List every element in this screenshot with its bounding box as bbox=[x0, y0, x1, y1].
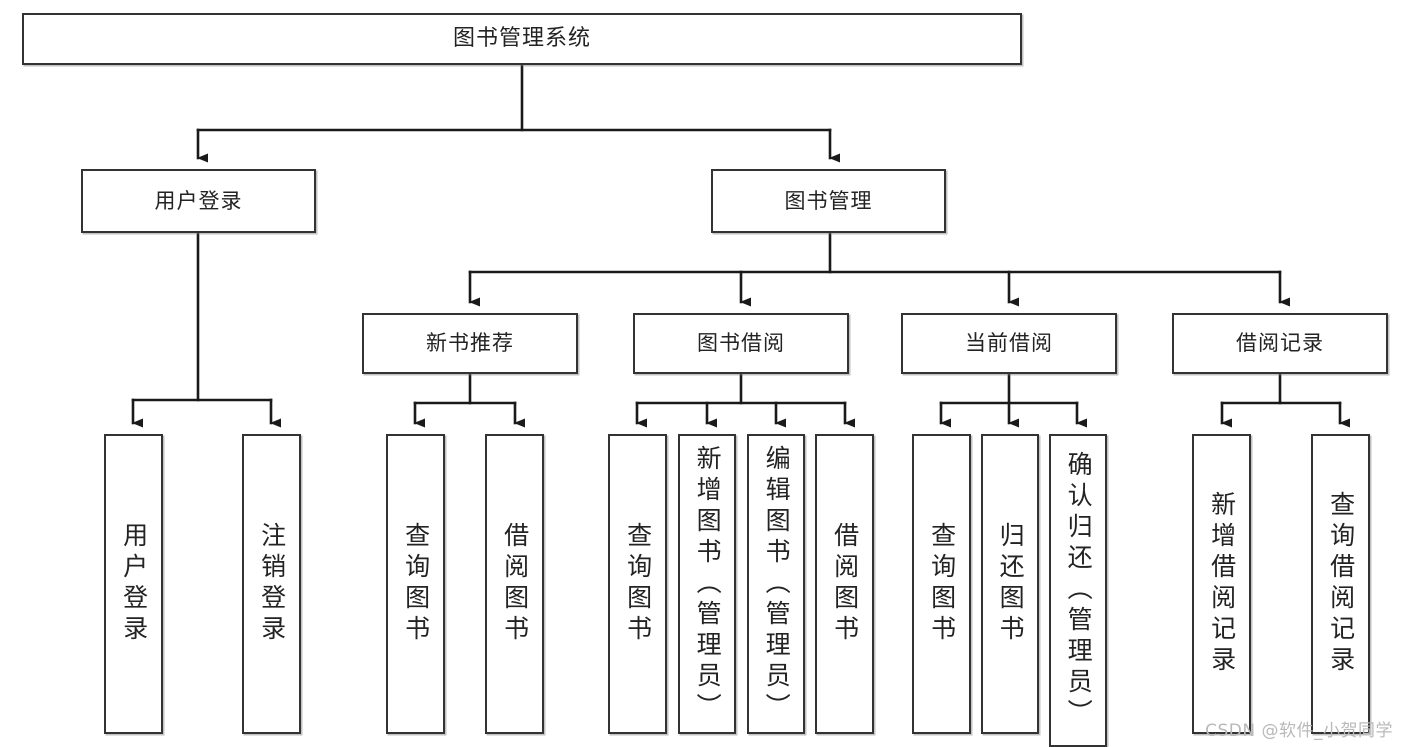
node-book-borrow[interactable]: 图书借阅 bbox=[633, 313, 849, 374]
leaf-logout[interactable]: 注销登录 bbox=[242, 434, 301, 734]
leaf-query-book-borrow[interactable]: 查询图书 bbox=[608, 434, 667, 734]
node-label: 图书管理系统 bbox=[452, 26, 591, 52]
node-label: 新增图书（管理员） bbox=[693, 444, 723, 724]
node-label: 编辑图书（管理员） bbox=[762, 444, 792, 724]
node-label: 注销登录 bbox=[257, 522, 287, 646]
node-label: 用户登录 bbox=[119, 522, 149, 646]
node-label: 借阅记录 bbox=[1236, 331, 1324, 356]
node-label: 查询借阅记录 bbox=[1326, 491, 1356, 677]
node-book-management[interactable]: 图书管理 bbox=[711, 169, 946, 233]
leaf-return-book[interactable]: 归还图书 bbox=[981, 434, 1039, 734]
node-label: 用户登录 bbox=[154, 188, 243, 213]
leaf-query-book-recommend[interactable]: 查询图书 bbox=[386, 434, 445, 734]
node-label: 确认归还（管理员） bbox=[1064, 451, 1094, 730]
node-label: 归还图书 bbox=[996, 522, 1026, 646]
node-label: 当前借阅 bbox=[965, 331, 1053, 356]
node-label: 查询图书 bbox=[927, 522, 957, 646]
leaf-user-login[interactable]: 用户登录 bbox=[104, 434, 163, 734]
leaf-borrow-book-recommend[interactable]: 借阅图书 bbox=[485, 434, 544, 734]
node-label: 图书借阅 bbox=[697, 331, 785, 356]
node-label: 新书推荐 bbox=[426, 331, 514, 356]
leaf-add-book-admin[interactable]: 新增图书（管理员） bbox=[678, 434, 736, 734]
leaf-query-book-current[interactable]: 查询图书 bbox=[912, 434, 971, 734]
leaf-borrow-book[interactable]: 借阅图书 bbox=[815, 434, 874, 734]
node-label: 查询图书 bbox=[401, 522, 431, 646]
leaf-edit-book-admin[interactable]: 编辑图书（管理员） bbox=[747, 434, 805, 734]
node-new-book-recommend[interactable]: 新书推荐 bbox=[362, 313, 578, 374]
node-label: 借阅图书 bbox=[500, 522, 530, 646]
leaf-query-borrow-record[interactable]: 查询借阅记录 bbox=[1311, 434, 1370, 734]
leaf-add-borrow-record[interactable]: 新增借阅记录 bbox=[1192, 434, 1251, 734]
node-current-borrow[interactable]: 当前借阅 bbox=[901, 313, 1117, 374]
node-user-login[interactable]: 用户登录 bbox=[81, 169, 316, 233]
node-borrow-record[interactable]: 借阅记录 bbox=[1172, 313, 1388, 374]
node-root-system[interactable]: 图书管理系统 bbox=[22, 13, 1022, 65]
node-label: 借阅图书 bbox=[830, 522, 860, 646]
node-label: 查询图书 bbox=[623, 522, 653, 646]
leaf-confirm-return-admin[interactable]: 确认归还（管理员） bbox=[1049, 434, 1107, 747]
watermark-text: CSDN @软件_小贺同学 bbox=[1205, 721, 1393, 741]
node-label: 新增借阅记录 bbox=[1207, 491, 1237, 677]
node-label: 图书管理 bbox=[784, 188, 873, 213]
